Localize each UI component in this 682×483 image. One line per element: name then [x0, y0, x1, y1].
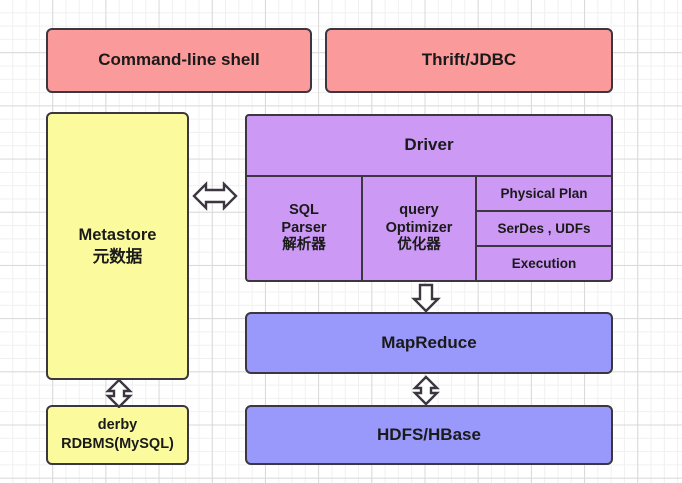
node-hdfs-hbase[interactable]: HDFS/HBase: [245, 405, 613, 465]
driver-column-query-optimizer[interactable]: query Optimizer 优化器: [363, 177, 477, 280]
arrow-mapreduce-hdfs-bidirectional-icon: [410, 375, 442, 406]
arrow-metastore-derby-bidirectional-icon: [103, 379, 135, 408]
column-line-1: query: [399, 201, 439, 218]
column-line-3: 优化器: [397, 237, 441, 254]
arrow-metastore-driver-bidirectional-icon: [192, 179, 238, 213]
driver-column-stack: Physical Plan SerDes , UDFs Execution: [477, 177, 611, 280]
node-subtitle: RDBMS(MySQL): [61, 435, 174, 452]
driver-columns: SQL Parser 解析器 query Optimizer 优化器 Physi…: [247, 177, 611, 280]
driver-column-sql-parser[interactable]: SQL Parser 解析器: [247, 177, 363, 280]
node-label: HDFS/HBase: [377, 424, 481, 444]
driver-stack-physical-plan[interactable]: Physical Plan: [500, 185, 588, 201]
arrow-driver-mapreduce-down-icon: [410, 283, 442, 313]
driver-stack-execution[interactable]: Execution: [477, 245, 611, 280]
node-thrift-jdbc[interactable]: Thrift/JDBC: [325, 28, 613, 93]
column-line-2: Optimizer: [385, 219, 453, 236]
node-subtitle: 元数据: [92, 246, 143, 266]
driver-title: Driver: [247, 116, 611, 177]
column-line-2: Parser: [281, 219, 327, 236]
node-label: MapReduce: [381, 332, 477, 352]
driver-stack-serdes-udfs[interactable]: SerDes , UDFs: [477, 210, 611, 245]
node-title: Metastore: [78, 226, 157, 245]
column-line-3: 解析器: [282, 237, 326, 254]
node-title: derby: [97, 417, 138, 434]
node-driver[interactable]: Driver SQL Parser 解析器 query Optimizer 优化…: [245, 114, 613, 282]
column-line-1: SQL: [289, 201, 319, 218]
node-command-line-shell[interactable]: Command-line shell: [46, 28, 312, 93]
node-label: Thrift/JDBC: [421, 50, 517, 70]
node-metastore[interactable]: Metastore 元数据: [46, 112, 189, 380]
node-derby-rdbms[interactable]: derby RDBMS(MySQL): [46, 405, 189, 465]
node-label: Command-line shell: [98, 50, 260, 70]
node-mapreduce[interactable]: MapReduce: [245, 312, 613, 374]
